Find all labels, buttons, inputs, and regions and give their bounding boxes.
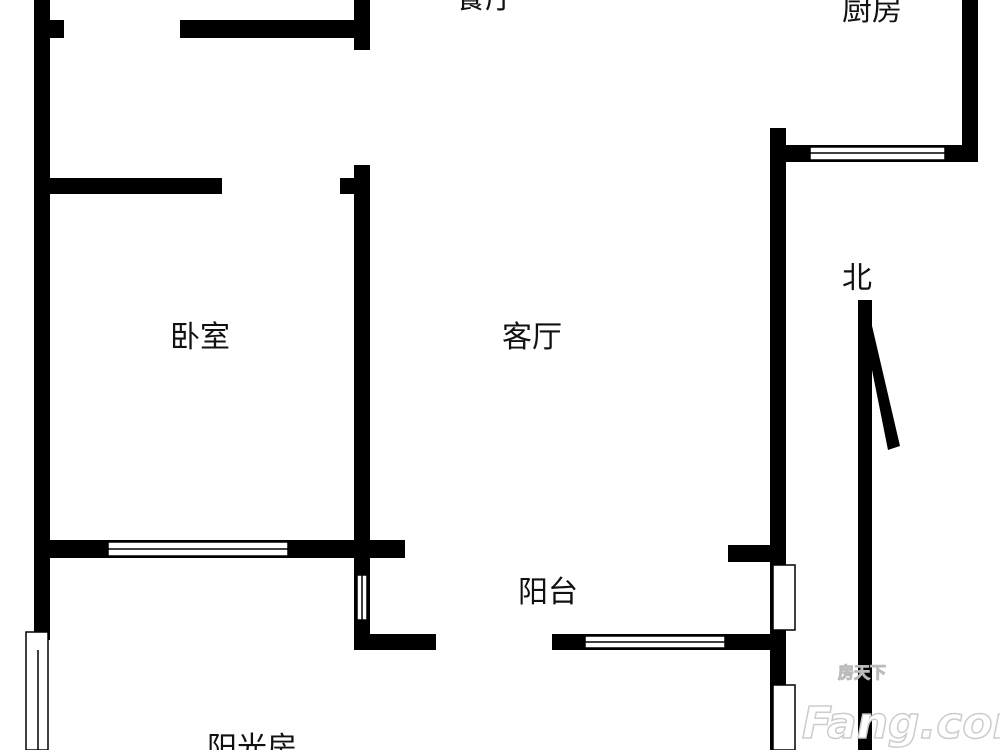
room-label-dining: 餐厅 [455,0,515,16]
room-label-balcony: 阳台 [518,575,578,610]
watermark-cn: 房天下 [838,663,886,682]
wall-bedroom-right [354,165,370,650]
north-label: 北 [842,261,872,296]
window-right-lower [772,684,796,750]
wall-dining [180,20,370,38]
wall-stub [340,178,356,194]
window-right-upper [772,564,796,631]
room-label-bedroom: 卧室 [170,320,230,355]
wall-balcony-left [354,634,436,650]
wall-right [770,128,786,750]
wall-kitchen-right [962,0,978,162]
compass: 北 [842,261,900,750]
wall-bedroom-top [50,178,222,194]
walls [34,0,978,750]
watermark-logo: 房天下 Fang.com [801,663,1000,750]
room-label-kitchen: 厨房 [842,0,902,28]
wall-dining-vert [354,0,370,50]
room-label-sunroom: 阳光房 [207,731,297,750]
wall-left [34,0,50,640]
wall-stub [728,545,770,562]
watermark-en: Fang.com [802,698,1000,749]
north-arrow-shaft [858,300,872,750]
window-sunroom [25,631,49,750]
north-arrow-head [858,300,900,450]
wall-stub [50,20,64,38]
room-label-living: 客厅 [502,320,562,355]
windows [25,146,946,750]
